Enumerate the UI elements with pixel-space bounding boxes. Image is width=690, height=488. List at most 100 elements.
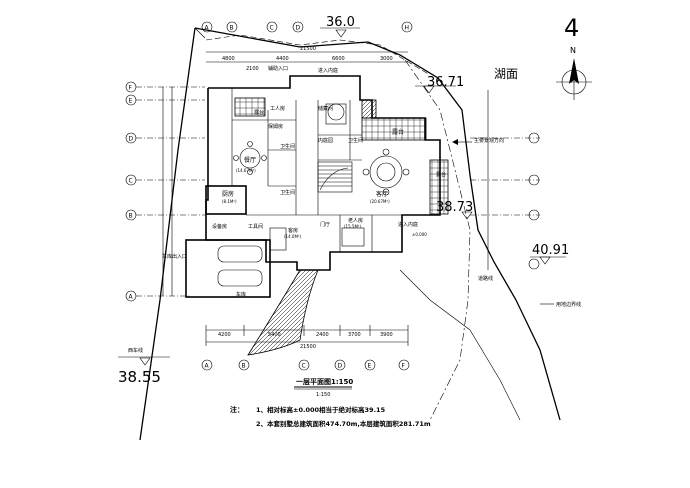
svg-text:卫生间: 卫生间 — [348, 137, 363, 144]
svg-text:E: E — [368, 363, 372, 370]
svg-text:F: F — [402, 363, 406, 370]
svg-text:C: C — [270, 25, 274, 32]
svg-text:A: A — [205, 363, 210, 370]
svg-text:21500: 21500 — [300, 344, 316, 350]
svg-text:D: D — [338, 363, 343, 370]
sheet-number: 4 — [564, 14, 579, 42]
svg-text:老人房: 老人房 — [348, 217, 363, 224]
svg-text:(8.1M²): (8.1M²) — [222, 199, 237, 204]
driveway-paving — [247, 269, 319, 356]
svg-text:3700: 3700 — [348, 332, 361, 338]
svg-text:(14.67M²): (14.67M²) — [236, 168, 256, 173]
svg-text:B: B — [242, 363, 246, 370]
svg-text:(15.5M²): (15.5M²) — [344, 224, 362, 229]
svg-text:6600: 6600 — [332, 56, 345, 62]
dimension-top: 21500 4800 2100 4400 6600 3000 — [206, 46, 408, 72]
lake-label: 湖面 — [494, 66, 518, 81]
dimension-bottom: 4200 5400 2400 3700 3900 21500 — [205, 325, 409, 350]
elevation-right-upper: 36.71 — [415, 75, 464, 94]
svg-text:客房: 客房 — [288, 227, 298, 234]
grid-columns-top: A B C D H — [201, 21, 413, 33]
svg-text:卫生间: 卫生间 — [280, 143, 295, 150]
svg-text:露台: 露台 — [254, 109, 264, 116]
svg-text:(20.67M²): (20.67M²) — [370, 199, 390, 204]
svg-text:储藏间: 储藏间 — [318, 105, 333, 112]
svg-text:用地边界线: 用地边界线 — [556, 301, 581, 308]
terrace-top-hatch — [234, 97, 266, 117]
svg-text:4200: 4200 — [218, 332, 231, 338]
svg-text:道路线: 道路线 — [478, 275, 493, 282]
living-room-table — [362, 148, 410, 196]
elevation-right-lower: 40.91 — [530, 243, 569, 265]
building-walls — [185, 75, 441, 298]
svg-text:4400: 4400 — [276, 56, 289, 62]
drawing-scale: 1:150 — [316, 392, 330, 398]
svg-text:A: A — [129, 294, 134, 301]
grid-rows-right — [470, 90, 540, 270]
svg-text:工人房: 工人房 — [270, 105, 285, 112]
svg-text:B: B — [230, 25, 234, 32]
svg-text:3900: 3900 — [380, 332, 393, 338]
note-1: 1、相对标高±0.000相当于绝对标高39.15 — [256, 405, 386, 414]
beds — [269, 103, 365, 251]
svg-text:40.91: 40.91 — [532, 243, 569, 258]
drawing-title: 一层平面图1:150 — [296, 377, 353, 386]
terrace-upper-hatch — [361, 99, 377, 119]
svg-text:车库: 车库 — [236, 291, 246, 298]
svg-text:38.55: 38.55 — [118, 368, 161, 386]
svg-text:H: H — [405, 25, 410, 32]
annotation-labels: 辅助入口 进入内庭 进入内庭 车库出入口 主要景观方向 道路线 用地边界线 西车… — [128, 65, 581, 354]
svg-text:2100: 2100 — [246, 66, 259, 72]
svg-text:车库出入口: 车库出入口 — [162, 253, 187, 260]
staircase — [317, 161, 353, 193]
car-icon — [217, 245, 263, 287]
dining-table — [233, 141, 267, 175]
elevation-left-bottom: 38.55 — [118, 356, 170, 386]
svg-text:E: E — [129, 98, 133, 105]
svg-text:2400: 2400 — [316, 332, 329, 338]
north-label: N — [570, 46, 576, 55]
elevation-top: 36.0 — [320, 15, 360, 38]
svg-text:21500: 21500 — [300, 46, 316, 52]
svg-text:西车线: 西车线 — [128, 347, 143, 354]
svg-text:餐厅: 餐厅 — [244, 156, 256, 164]
svg-text:卫生间: 卫生间 — [280, 189, 295, 196]
svg-text:进入内庭: 进入内庭 — [318, 67, 338, 74]
grid-columns-bottom: A B C D E F — [201, 359, 410, 371]
svg-text:(14.0M²): (14.0M²) — [284, 234, 302, 239]
svg-text:客厅: 客厅 — [376, 190, 388, 198]
svg-text:3000: 3000 — [380, 56, 393, 62]
svg-text:辅助入口: 辅助入口 — [268, 65, 288, 72]
svg-text:露台: 露台 — [392, 128, 404, 136]
svg-text:工具间: 工具间 — [248, 223, 263, 230]
svg-text:A: A — [205, 25, 210, 32]
svg-text:C: C — [129, 178, 133, 185]
svg-text:露台: 露台 — [436, 171, 446, 178]
svg-text:5400: 5400 — [268, 332, 281, 338]
svg-text:±0.000: ±0.000 — [412, 232, 427, 237]
north-arrow-icon — [556, 58, 592, 100]
svg-text:36.0: 36.0 — [326, 15, 355, 30]
svg-text:D: D — [129, 136, 134, 143]
svg-text:设备房: 设备房 — [212, 223, 227, 230]
note-2: 2、本套别墅总建筑面积474.70m,本层建筑面积281.71m — [256, 419, 431, 428]
svg-text:保姆房: 保姆房 — [268, 123, 283, 130]
svg-text:4800: 4800 — [222, 56, 235, 62]
svg-text:C: C — [302, 363, 306, 370]
svg-text:进入内庭: 进入内庭 — [398, 221, 418, 228]
site-boundary — [139, 27, 561, 441]
svg-text:F: F — [129, 85, 133, 92]
svg-text:36.71: 36.71 — [427, 75, 464, 90]
svg-text:门厅: 门厅 — [320, 221, 330, 228]
grid-rows-left: F E D C B A — [125, 81, 205, 302]
svg-text:D: D — [296, 25, 301, 32]
terrace-right-hatch — [361, 117, 427, 141]
svg-text:B: B — [129, 213, 133, 220]
notes-prefix: 注： — [230, 405, 244, 414]
svg-text:内庭园: 内庭园 — [318, 137, 333, 144]
svg-text:厨房: 厨房 — [222, 190, 234, 198]
terrace-far-hatch — [429, 159, 449, 215]
svg-text:主要景观方向: 主要景观方向 — [474, 137, 504, 144]
room-labels: 露台 工人房 保姆房 卫生间 餐厅 (14.67M²) 厨房 (8.1M²) 储… — [212, 105, 446, 298]
